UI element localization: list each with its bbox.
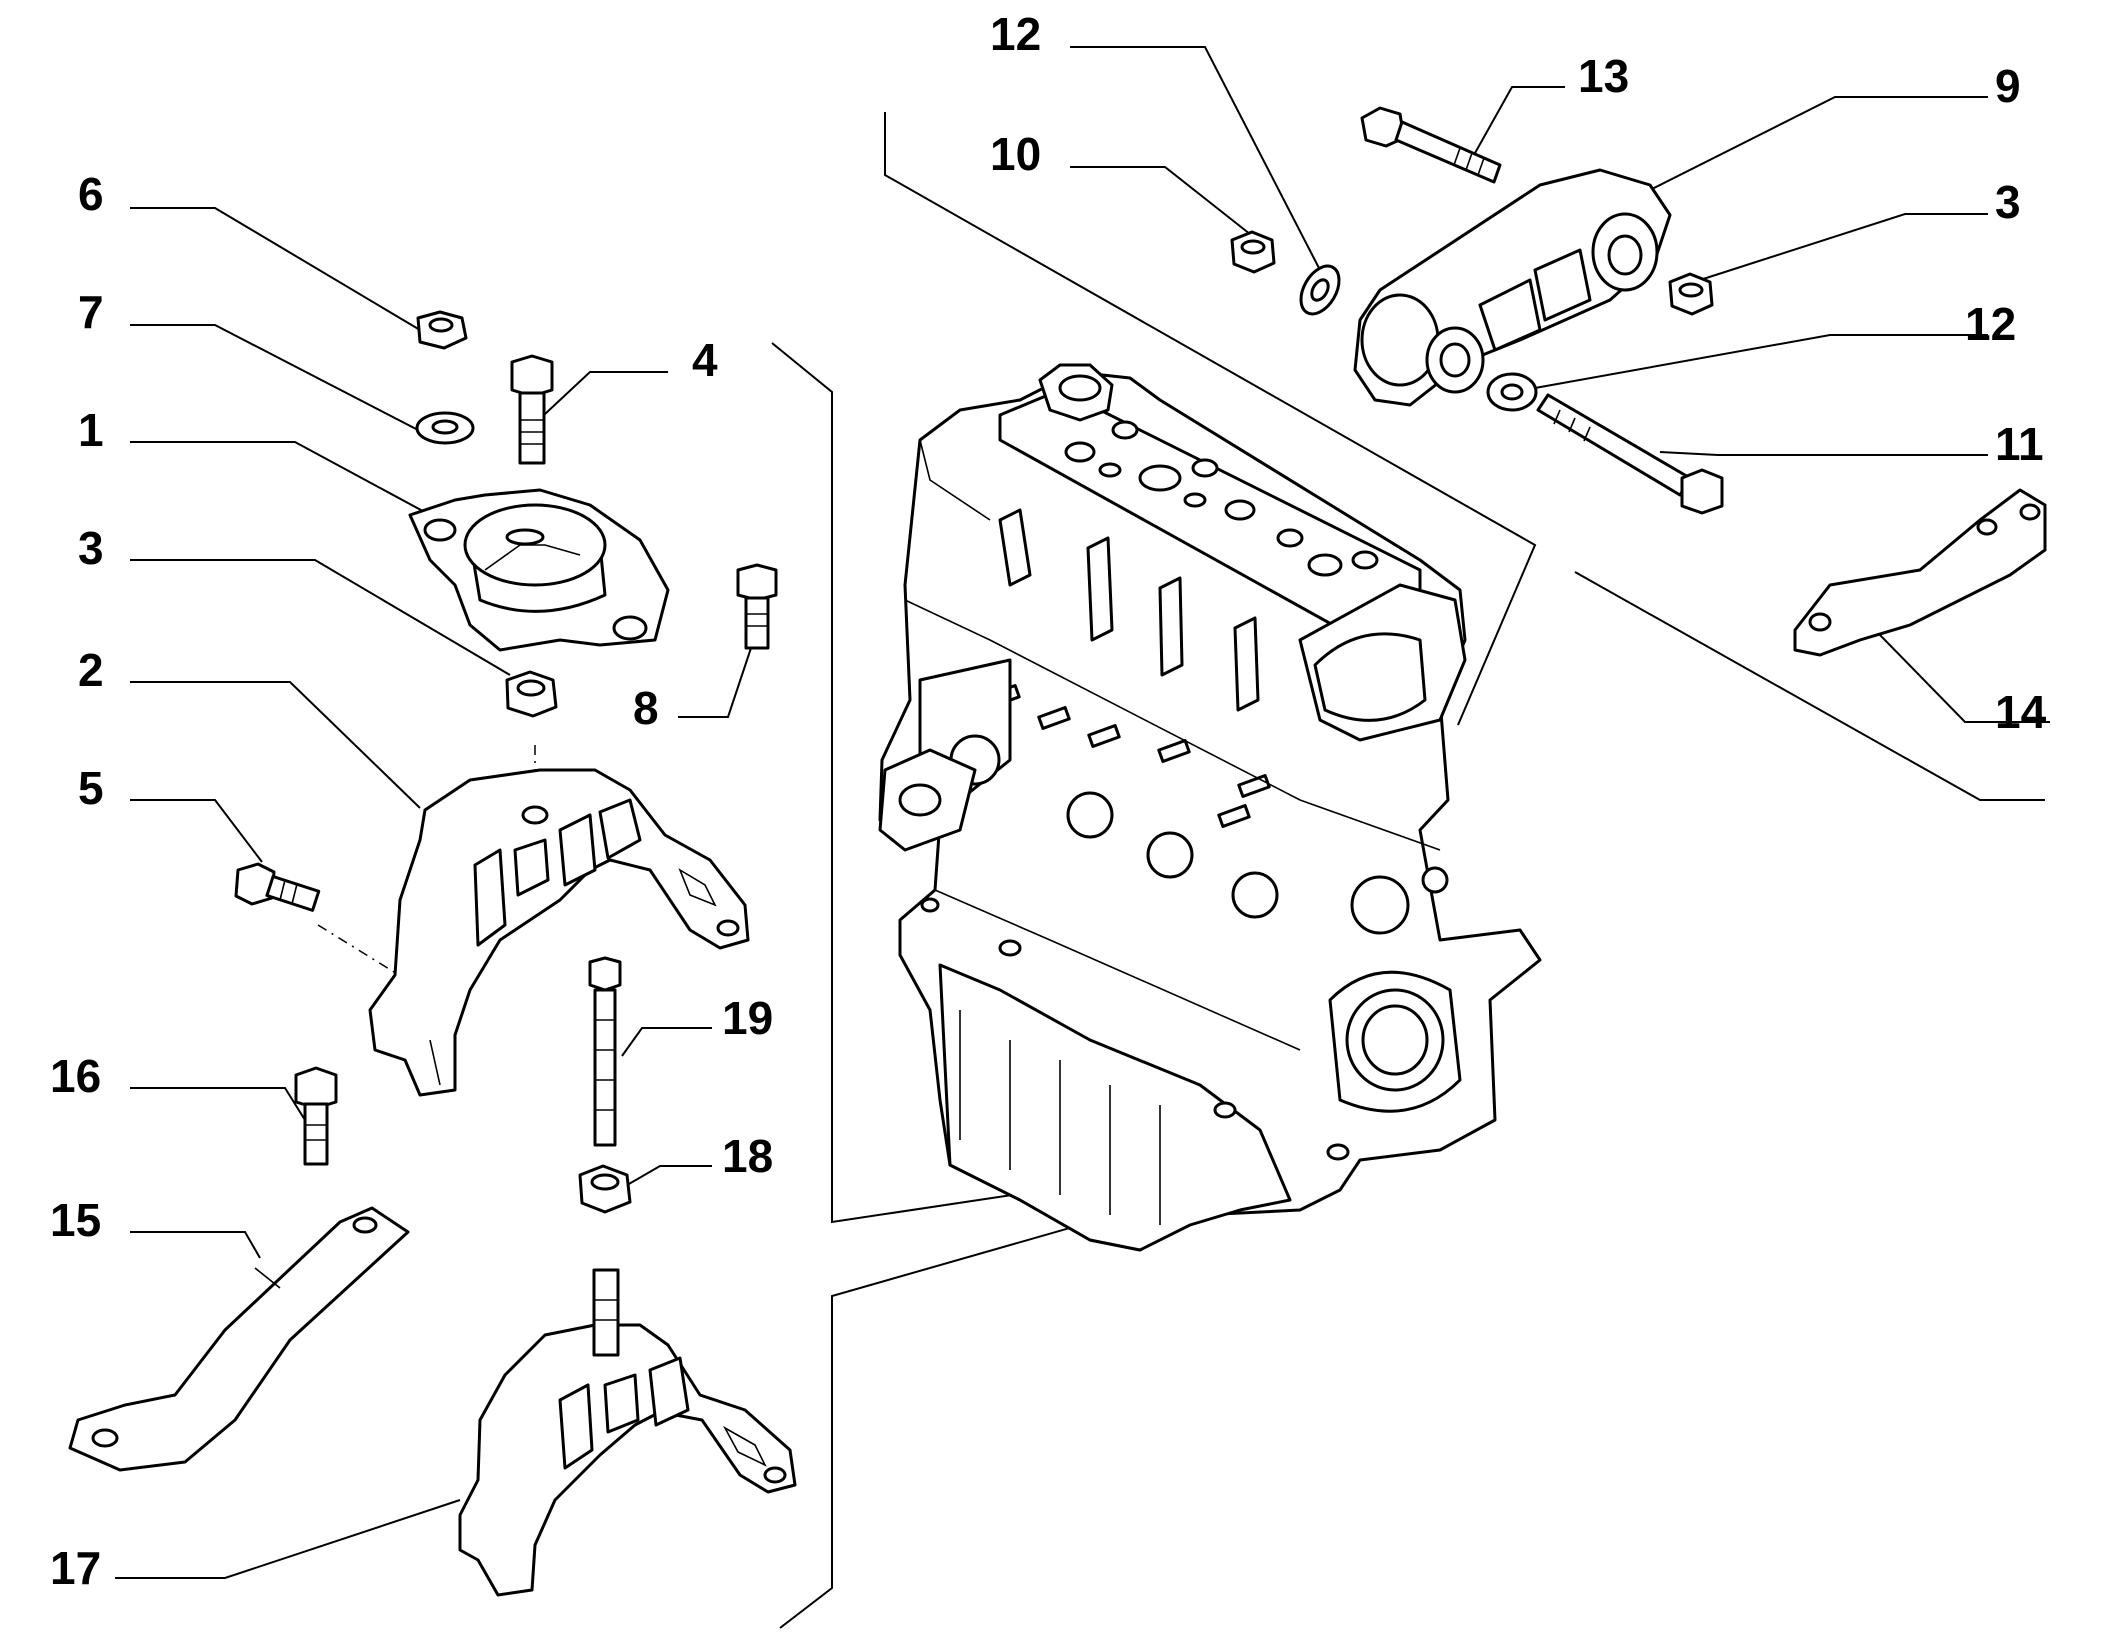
callout-14: 14 (1995, 686, 2047, 738)
part-6-nut (416, 310, 468, 350)
part-3-nut-right (1668, 272, 1714, 316)
part-11-bolt (1536, 393, 1724, 515)
callout-19: 19 (722, 992, 773, 1044)
part-18-nut (578, 1164, 632, 1214)
part-12-washer-top (1299, 264, 1341, 316)
callout-10: 10 (990, 128, 1041, 180)
part-10-nut (1230, 230, 1276, 274)
callout-15: 15 (50, 1194, 101, 1246)
callout-12-top: 12 (990, 8, 1041, 60)
part-15-strap (68, 1206, 410, 1472)
part-16-bolt (294, 1066, 338, 1166)
part-3-nut (505, 670, 558, 718)
part-13-bolt (1360, 106, 1502, 184)
part-2-bracket (368, 768, 750, 1097)
part-17-bracket (458, 1268, 797, 1597)
callout-2: 2 (78, 644, 104, 696)
callout-3-right: 3 (1995, 176, 2021, 228)
callout-13: 13 (1578, 50, 1629, 102)
callout-7: 7 (78, 286, 104, 338)
callout-5: 5 (78, 762, 104, 814)
callout-16: 16 (50, 1050, 101, 1102)
part-12-washer-bottom (1486, 372, 1538, 412)
engine-block (878, 363, 1542, 1252)
callout-18: 18 (722, 1130, 773, 1182)
part-14-plate (1793, 488, 2047, 657)
callout-17: 17 (50, 1542, 101, 1594)
callout-6: 6 (78, 168, 104, 220)
callout-4: 4 (692, 334, 718, 386)
part-5-bolt (234, 862, 321, 912)
callout-labels: 6 7 1 3 2 5 16 15 17 4 8 19 18 12 10 13 … (50, 8, 2047, 1594)
callout-11: 11 (1995, 418, 2044, 470)
callout-3: 3 (78, 522, 104, 574)
callout-1: 1 (78, 404, 104, 456)
callout-12-right: 12 (1965, 298, 2016, 350)
part-9-torque-rod (1353, 168, 1672, 407)
part-8-bolt (736, 563, 778, 650)
callout-9: 9 (1995, 60, 2021, 112)
part-7-washer (415, 411, 475, 445)
part-4-bolt (510, 354, 554, 465)
part-1-rubber-mount (408, 488, 670, 652)
callout-8: 8 (633, 682, 659, 734)
part-19-stud (588, 956, 622, 1147)
